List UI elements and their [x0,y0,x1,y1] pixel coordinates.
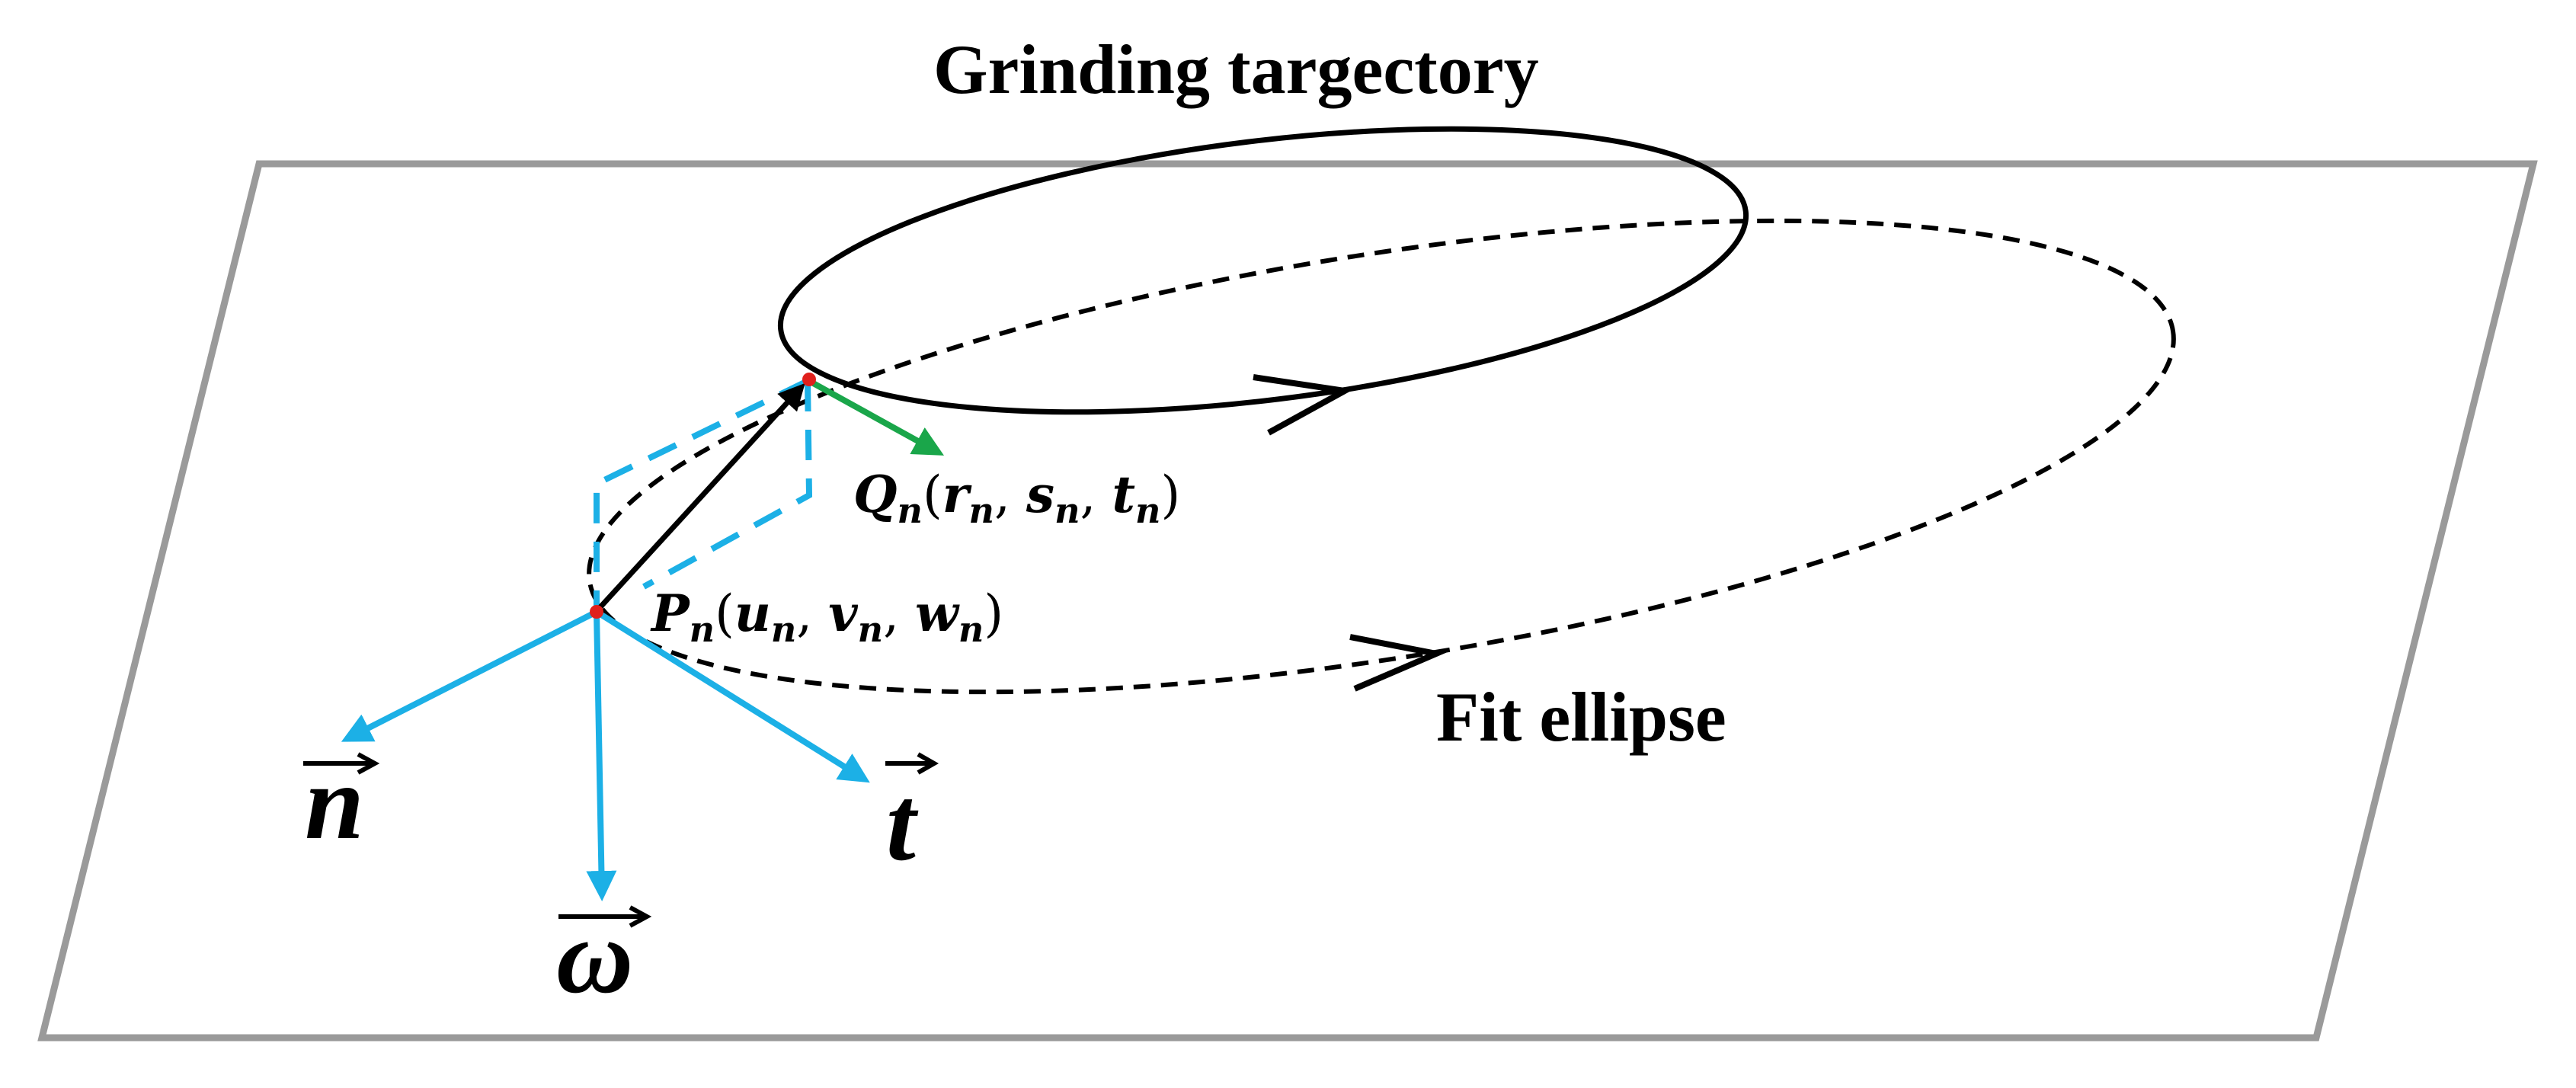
fit-ellipse-direction-chevron [1349,634,1447,692]
n-axis [341,609,598,742]
vector-n-label: n [303,744,380,862]
fit-ellipse [587,218,2176,695]
tangent-vector-q [808,378,945,456]
grinding-trajectory-label: Grinding targectory [933,30,1539,108]
p-coord-w: w [915,584,960,643]
point-q-label: Qn(rn, sn, tn) [853,465,1180,531]
point-p-marker [590,605,603,619]
p-coord-u: u [734,584,771,643]
svg-text:n: n [305,744,364,862]
projection-dashed-vertical [642,380,813,590]
p-sub: n [690,609,715,650]
plane [37,160,2538,1042]
point-p-label: Pn(un, vn, wn) [650,584,1003,650]
q-coord-t: t [1112,465,1136,524]
projection-dashed-box [594,378,809,608]
fit-ellipse-label: Fit ellipse [1436,678,1726,756]
omega-axis [586,611,617,901]
grinding-trajectory-ellipse [777,126,1749,415]
p-coord-v: v [828,584,858,643]
q-letter: Q [853,465,898,524]
vector-t-label: t [885,752,939,883]
svg-text:t: t [886,765,919,883]
p-letter: P [650,584,691,643]
q-sub: n [898,490,923,531]
q-coord-r: r [942,465,972,524]
t-axis [594,609,870,783]
vector-omega-label: ω [556,898,652,1016]
trajectory-direction-chevron [1253,374,1355,436]
point-q-marker [802,373,816,386]
q-coord-s: s [1026,465,1054,524]
p-to-q-vector [596,382,805,612]
svg-text:ω: ω [556,898,633,1016]
